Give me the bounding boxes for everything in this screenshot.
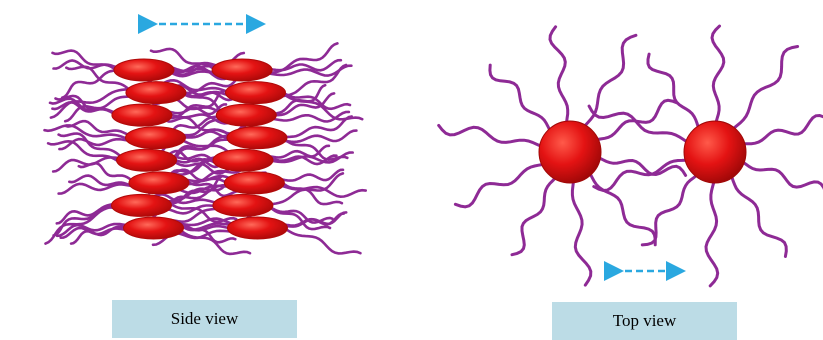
side-view-panel	[45, 24, 366, 254]
side-chain	[283, 228, 360, 254]
top-chain	[572, 182, 590, 285]
top-chain	[490, 65, 550, 130]
side-disc	[111, 194, 171, 216]
top-view-core-left	[539, 121, 601, 183]
side-disc	[216, 104, 276, 126]
side-disc	[126, 82, 186, 104]
side-view-caption: Side view	[112, 300, 297, 338]
top-chain	[439, 125, 541, 146]
top-chain	[642, 176, 696, 245]
side-chain	[48, 141, 120, 162]
side-disc	[227, 127, 287, 149]
top-chain	[712, 26, 724, 122]
top-chain	[589, 106, 687, 142]
top-view-panel	[439, 26, 823, 286]
top-chain	[743, 162, 823, 192]
side-view-alkyl-chains	[45, 43, 366, 254]
top-chain	[734, 47, 798, 129]
top-chain	[744, 116, 823, 144]
side-disc	[129, 172, 189, 194]
side-disc	[224, 172, 284, 194]
top-chain	[706, 182, 718, 286]
side-disc	[213, 194, 273, 216]
top-chain	[550, 27, 568, 122]
side-disc	[125, 127, 185, 149]
side-disc	[124, 217, 184, 239]
side-disc	[225, 82, 285, 104]
top-chain	[590, 174, 655, 245]
side-disc	[212, 59, 272, 81]
top-chain	[732, 177, 787, 257]
side-disc	[117, 149, 177, 171]
side-disc	[227, 217, 287, 239]
side-disc	[213, 149, 273, 171]
top-view-core-right	[684, 121, 746, 183]
top-chain	[512, 178, 555, 255]
side-chain	[53, 157, 119, 171]
side-chain	[45, 125, 128, 138]
top-view-alkyl-chains	[439, 26, 823, 286]
top-chain	[455, 165, 542, 207]
side-disc	[112, 104, 172, 126]
top-view-caption: Top view	[552, 302, 737, 340]
side-chain	[59, 184, 131, 194]
side-disc	[114, 59, 174, 81]
